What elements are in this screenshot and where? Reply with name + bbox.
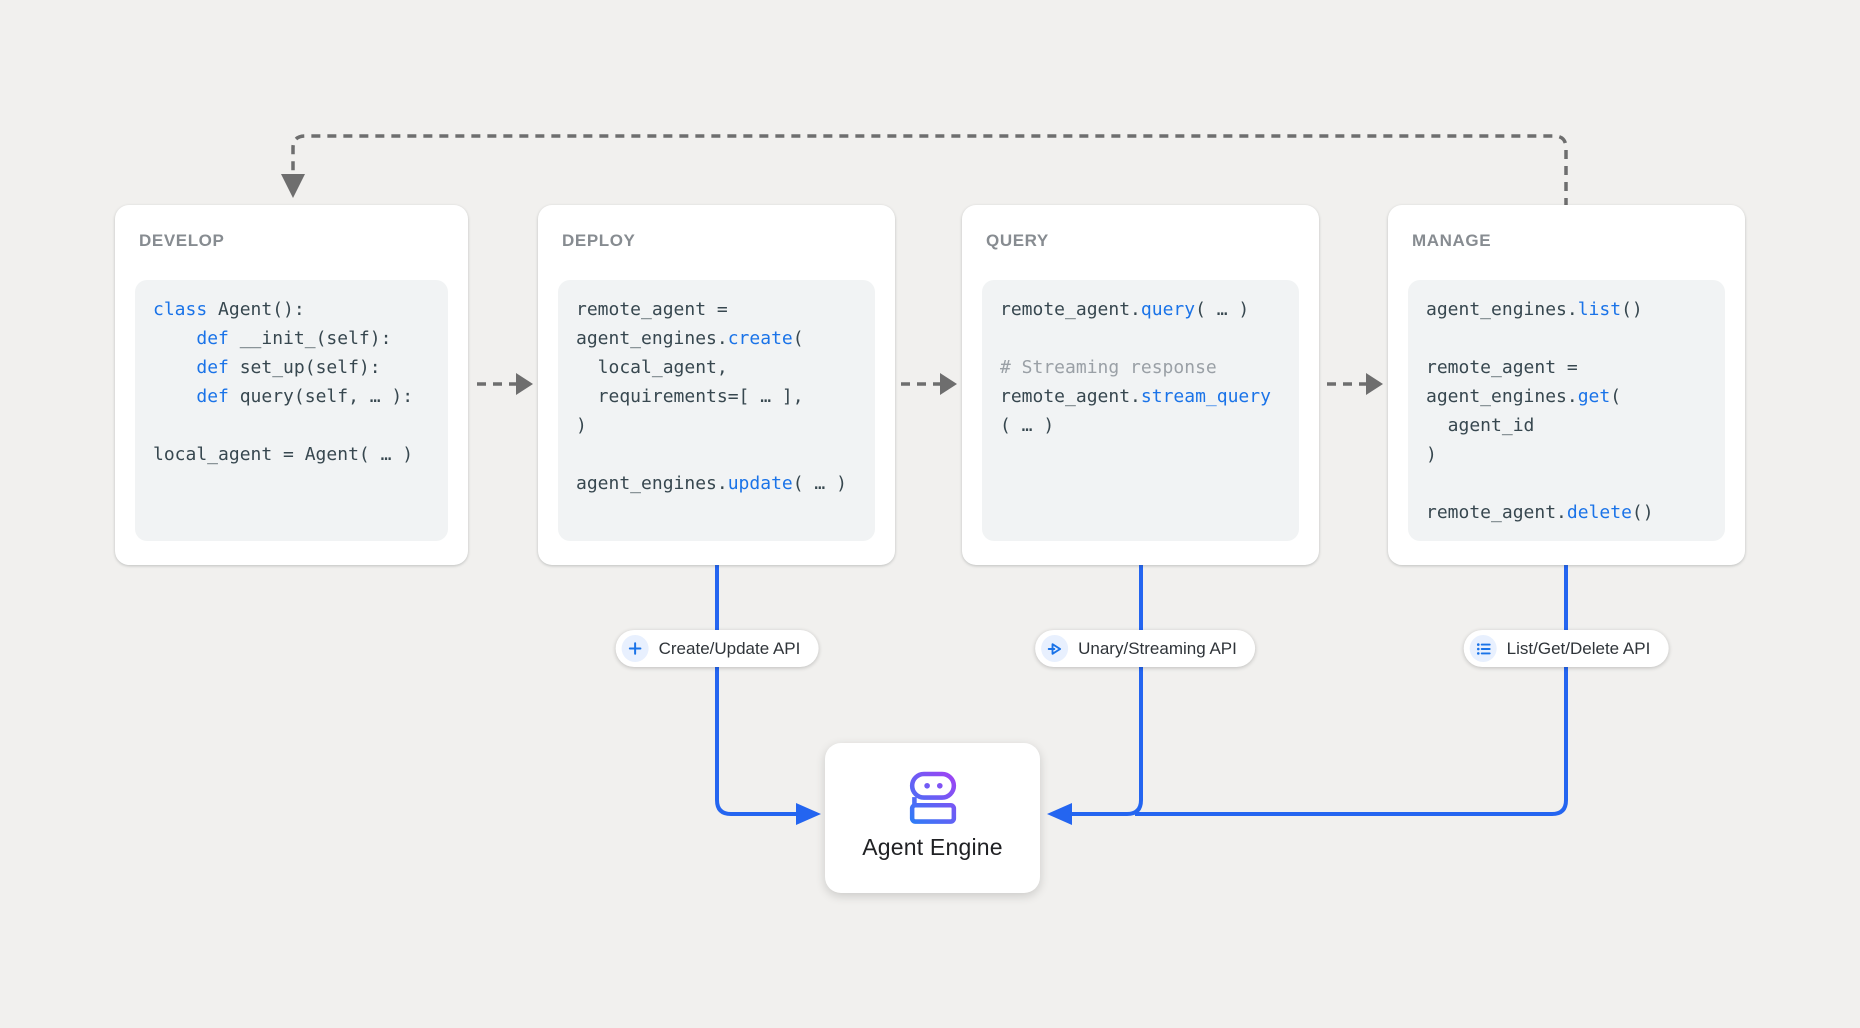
manage-to-develop-dashed-connector [291, 134, 1568, 207]
code-line: remote_agent.stream_query [1000, 386, 1271, 407]
code-line: def query(self, … ): [196, 386, 414, 407]
code-line: agent_engines.create( [576, 328, 804, 349]
code-line: remote_agent = [1426, 357, 1578, 378]
query-to-manage-arrowhead-icon [1366, 373, 1383, 395]
agent-engine-node: Agent Engine [825, 743, 1040, 893]
api-pill-label: Create/Update API [658, 638, 801, 658]
card-deploy: DEPLOY remote_agent = agent_engines.creat… [538, 205, 895, 565]
deploy-to-engine-arrowhead-icon [796, 803, 821, 825]
deploy-to-engine-connector [715, 565, 797, 816]
code-line [1426, 324, 1707, 353]
loop-arrowhead-down-icon [281, 174, 305, 198]
api-pill-create-update: Create/Update API [615, 630, 819, 667]
code-line: # Streaming response [1000, 357, 1217, 378]
code-line: class Agent(): [153, 299, 305, 320]
code-line: agent_id [1426, 415, 1535, 436]
develop-code-block: class Agent(): def __init_(self): def se… [135, 280, 448, 541]
develop-to-deploy-arrowhead-icon [516, 373, 533, 395]
code-line [576, 440, 857, 469]
card-title: MANAGE [1412, 231, 1492, 250]
code-line [153, 411, 430, 440]
api-pill-list-get-delete: List/Get/Delete API [1463, 630, 1669, 667]
code-line: def set_up(self): [196, 357, 381, 378]
robot-icon [909, 771, 956, 824]
code-line: remote_agent = [576, 299, 728, 320]
deploy-to-query-arrowhead-icon [940, 373, 957, 395]
api-pill-label: Unary/Streaming API [1078, 638, 1237, 658]
code-line: agent_engines.list() [1426, 299, 1643, 320]
code-line: ) [576, 415, 587, 436]
code-line: def __init_(self): [196, 328, 392, 349]
card-title: QUERY [986, 231, 1049, 250]
manage-code-block: agent_engines.list() remote_agent = agent… [1408, 280, 1725, 541]
manage-to-engine-connector [1135, 565, 1568, 816]
code-line [1000, 324, 1281, 353]
code-line: local_agent = Agent( … ) [153, 444, 414, 465]
card-title: DEPLOY [562, 231, 636, 250]
deploy-code-block: remote_agent = agent_engines.create( loca… [558, 280, 875, 541]
list-icon [1469, 635, 1497, 662]
query-to-engine-connector [1072, 565, 1143, 816]
query-code-block: remote_agent.query( … ) # Streaming resp… [982, 280, 1299, 541]
code-line: agent_engines.get( [1426, 386, 1622, 407]
send-icon [1041, 635, 1069, 662]
plus-icon [621, 635, 649, 662]
code-line: remote_agent.delete() [1426, 502, 1654, 523]
code-line: remote_agent.query( … ) [1000, 299, 1250, 320]
code-line: agent_engines.update( … ) [576, 473, 847, 494]
card-query: QUERY remote_agent.query( … ) # Streamin… [962, 205, 1319, 565]
query-to-engine-arrowhead-icon [1047, 803, 1072, 825]
api-pill-label: List/Get/Delete API [1506, 638, 1651, 658]
card-manage: MANAGE agent_engines.list() remote_agent… [1388, 205, 1745, 565]
agent-engine-label: Agent Engine [862, 834, 1003, 860]
api-pill-unary-streaming: Unary/Streaming API [1035, 630, 1255, 667]
code-line: requirements=[ … ], [576, 386, 804, 407]
code-line [1426, 469, 1707, 498]
card-title: DEVELOP [139, 231, 225, 250]
code-line: local_agent, [576, 357, 728, 378]
code-line: ( … ) [1000, 415, 1055, 436]
code-line: ) [1426, 444, 1437, 465]
card-develop: DEVELOP class Agent(): def __init_(self)… [115, 205, 468, 565]
